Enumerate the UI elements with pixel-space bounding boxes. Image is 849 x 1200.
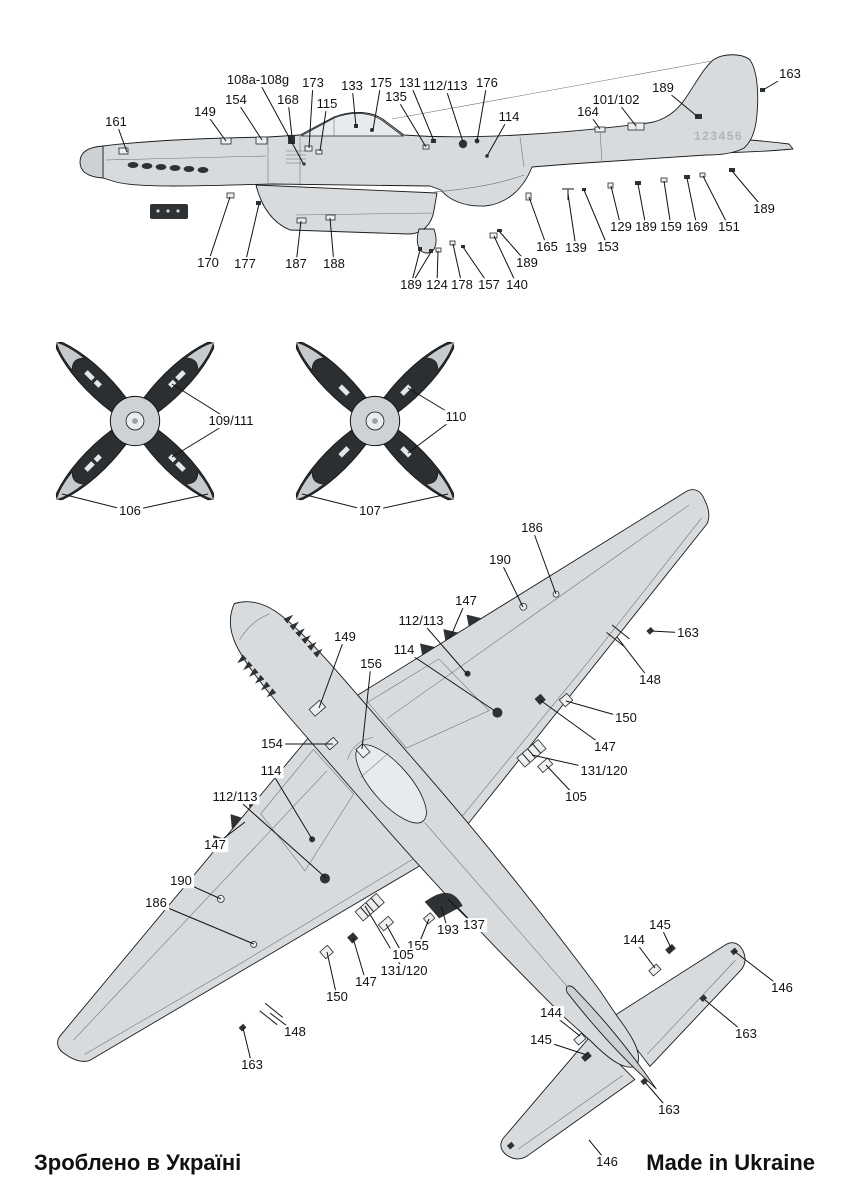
callout-label: 177 [232,256,258,272]
callout-label: 189 [514,255,540,271]
callout-label: 189 [398,277,424,293]
callout-label: 107 [357,503,383,519]
footer-text-english: Made in Ukraine [646,1150,815,1175]
exhaust-stacks-top [237,614,323,698]
callout-label: 154 [223,92,249,108]
callout-label: 188 [321,256,347,272]
callout-label: 109/111 [206,413,256,429]
callout-label: 146 [594,1154,620,1170]
wing-side [255,184,438,235]
callout-label: 112/113 [210,789,260,805]
callout-label: 112/113 [396,613,446,629]
propeller-left-illustration [55,341,215,501]
callout-label: 137 [461,917,487,933]
callout-label: 110 [443,409,469,425]
callout-label: 129 [608,219,634,235]
footer-text-ukrainian: Зроблено в Україні [34,1150,242,1175]
callout-label: 154 [259,736,285,752]
callout-label: 161 [103,114,129,130]
propeller-right-illustration [295,341,455,501]
callout-label: 108a-108g [224,72,292,88]
callout-label: 115 [314,96,340,112]
callout-label: 144 [621,932,647,948]
callout-label: 189 [751,201,777,217]
callout-label: 173 [300,75,326,91]
callout-label: 157 [476,277,502,293]
callout-label: 165 [534,239,560,255]
callout-label: 186 [519,520,545,536]
callout-label: 146 [769,980,795,996]
callout-label: 190 [487,552,513,568]
callout-label: 145 [528,1032,554,1048]
right-stabilizer [611,942,746,1067]
callout-label: 187 [283,256,309,272]
callout-label: 190 [168,873,194,889]
fin-top [565,985,657,1090]
callout-label: 170 [195,255,221,271]
callout-label: 105 [563,789,589,805]
callout-label: 163 [656,1102,682,1118]
callout-label: 135 [383,89,409,105]
callout-label: 169 [684,219,710,235]
callout-label: 176 [474,75,500,91]
callout-label: 147 [592,739,618,755]
callout-label: 101/102 [590,92,642,108]
callout-label: 140 [504,277,530,293]
callout-label: 168 [275,92,301,108]
left-stabilizer [500,1034,636,1160]
callout-label: 159 [658,219,684,235]
callout-label: 189 [633,219,659,235]
callout-label: 131/120 [578,763,630,779]
callout-label: 149 [332,629,358,645]
callout-label: 131/120 [378,963,430,979]
callout-label: 133 [339,78,365,94]
callout-label: 153 [595,239,621,255]
tail-number: 123456 [694,129,743,143]
callout-label: 145 [647,917,673,933]
callout-label: 163 [239,1057,265,1073]
callout-label: 147 [202,837,228,853]
callout-label: 175 [368,75,394,91]
callout-label: 151 [716,219,742,235]
callout-label: 150 [324,989,350,1005]
callout-label: 105 [390,947,416,963]
top-view-illustration [57,489,746,1160]
callout-label: 144 [538,1005,564,1021]
callout-label: 114 [258,763,284,779]
callout-label: 178 [449,277,475,293]
callout-label: 139 [563,240,589,256]
callout-label: 186 [143,895,169,911]
side-view-illustration: 123456 [79,54,794,254]
right-wing [357,489,710,826]
callout-label: 112/113 [420,78,470,94]
callout-label: 189 [650,80,676,96]
callout-label: 147 [353,974,379,990]
callout-label: 156 [358,656,384,672]
exhaust-stacks [127,162,209,173]
callout-label: 131 [397,75,423,91]
top-view-decal-markings [216,590,739,1150]
callout-label: 193 [435,922,461,938]
left-wing [57,737,423,1062]
callout-label: 124 [424,277,450,293]
callout-label: 148 [282,1024,308,1040]
callout-label: 114 [496,109,522,125]
callout-label: 163 [733,1026,759,1042]
callout-label: 106 [117,503,143,519]
callout-label: 164 [575,104,601,120]
callout-label: 114 [391,642,417,658]
callout-label: 163 [777,66,803,82]
callout-label: 148 [637,672,663,688]
callout-label: 163 [675,625,701,641]
canopy-side [300,113,405,137]
callout-label: 150 [613,710,639,726]
callout-label: 149 [192,104,218,120]
callout-label: 147 [453,593,479,609]
spinner [79,145,104,179]
